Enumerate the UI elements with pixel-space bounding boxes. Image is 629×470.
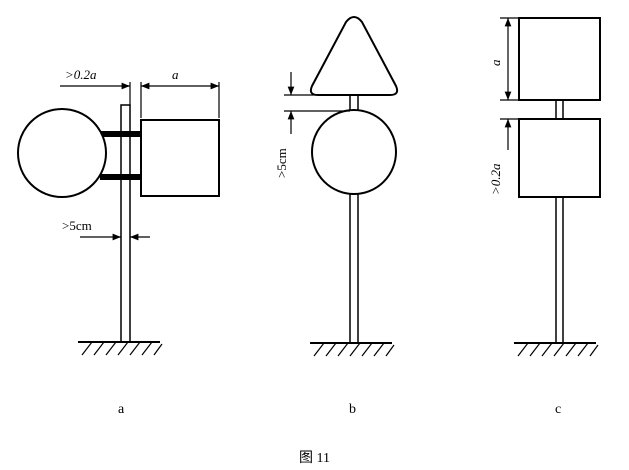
- pole-b: [349, 192, 359, 344]
- circular-sign-b: [311, 109, 397, 195]
- dim-label-top-c: a: [488, 59, 503, 66]
- square-sign-a: [140, 119, 220, 197]
- dim-label-gap-c: >0.2a: [488, 163, 503, 195]
- panel-b: >5cm b: [274, 16, 399, 417]
- dim-label-top-left-a: >0.2a: [65, 67, 97, 82]
- ground-hatch-b: [310, 342, 395, 357]
- bracket-lower-a: [100, 174, 144, 180]
- panel-c: a >0.2a c: [488, 17, 601, 417]
- ground-hatch-a: [78, 341, 163, 356]
- ground-hatch-c: [514, 342, 599, 357]
- circular-sign-a: [17, 108, 107, 198]
- dim-label-gap-b: >5cm: [274, 148, 289, 178]
- panel-label-a: a: [118, 402, 125, 417]
- dim-label-top-right-a: a: [172, 67, 179, 82]
- lower-square-sign-c: [518, 118, 601, 198]
- panel-label-b: b: [349, 402, 356, 417]
- pole-a: [120, 104, 131, 343]
- connector-c: [555, 99, 564, 120]
- panel-a: >0.2a a >5cm a: [17, 67, 220, 417]
- bracket-upper-a: [100, 131, 144, 137]
- figure-caption: 图 11: [299, 451, 330, 466]
- dim-label-bottom-a: >5cm: [62, 218, 92, 233]
- triangle-sign-b: [309, 16, 399, 96]
- panel-label-c: c: [555, 402, 561, 417]
- upper-square-sign-c: [518, 17, 601, 101]
- pole-c: [555, 196, 564, 344]
